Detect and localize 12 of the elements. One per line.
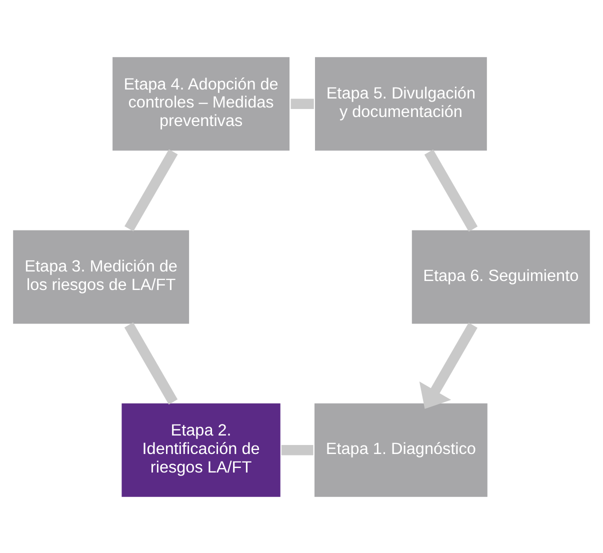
node-box: Etapa 2. Identificación de riesgos LA/FT bbox=[120, 400, 282, 498]
connector bbox=[290, 98, 314, 108]
node-box: Etapa 6. Seguimiento bbox=[410, 228, 592, 326]
connector bbox=[124, 322, 178, 404]
node-box: Etapa 1. Diagnóstico bbox=[312, 400, 490, 498]
connector bbox=[281, 444, 314, 455]
node-box: Etapa 3. Medición de los riesgos de LA/FT bbox=[11, 228, 192, 326]
connector bbox=[424, 149, 478, 232]
arrow bbox=[419, 322, 478, 408]
node-box: Etapa 5. Divulgación y documentación bbox=[312, 54, 489, 152]
connector bbox=[124, 148, 178, 231]
node-box: Etapa 4. Adopción de controles – Medidas preventivas bbox=[110, 54, 292, 152]
